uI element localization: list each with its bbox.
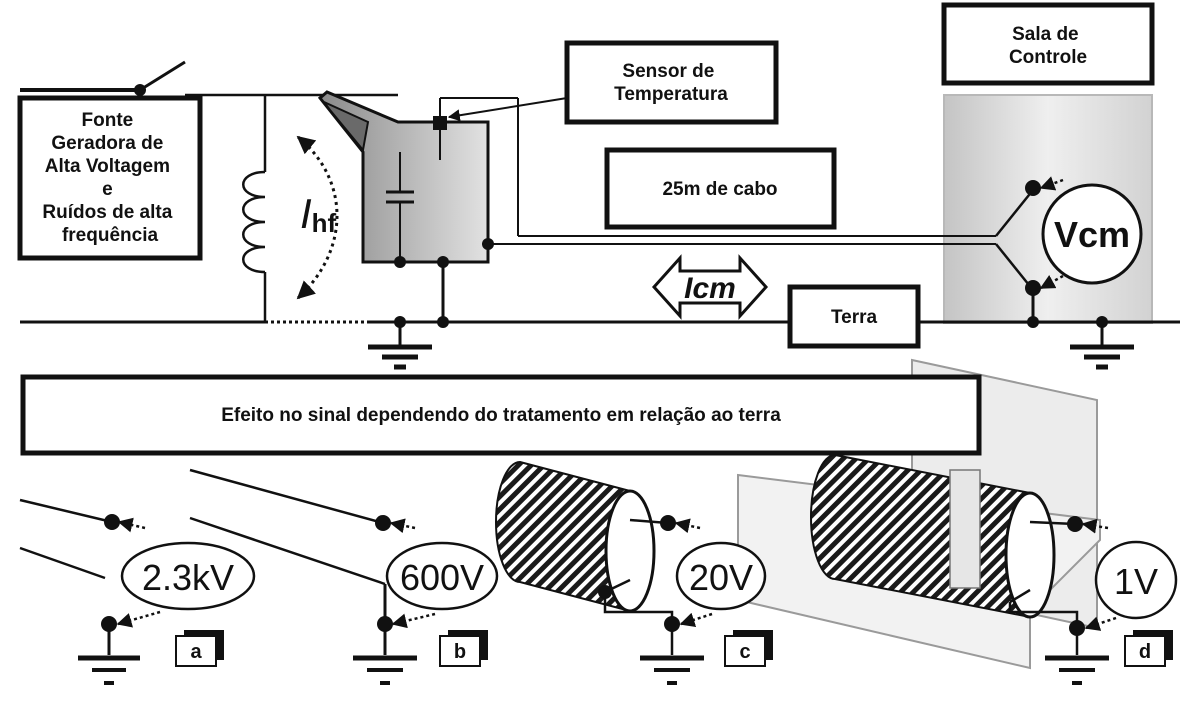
case-c-tag: c [724, 630, 773, 667]
effect-banner-text: Efeito no sinal dependendo do tratamento… [221, 405, 781, 426]
room-line-1: Sala de [1012, 24, 1079, 45]
sensor-probe [433, 116, 447, 130]
case-a-letter: a [190, 641, 202, 663]
case-c-voltage-value: 20V [689, 557, 753, 598]
ground-icon [640, 655, 704, 685]
source-box: Fonte Geradora de Alta Voltagem e Ruídos… [17, 95, 203, 261]
ihf-label: Ihf [300, 190, 337, 238]
cable-label: 25m de cabo [662, 179, 777, 200]
sensor-line-1: Sensor de [622, 61, 714, 82]
ground-icon [78, 655, 140, 685]
case-b-letter: b [454, 641, 466, 663]
svg-text:Sensor de Temperatura: Sensor de Temperatura [614, 61, 728, 105]
top-wiring [20, 60, 1180, 345]
case-b-voltage: 600V [385, 541, 499, 611]
sensor-box: Sensor de Temperatura [564, 40, 779, 125]
cable-box: 25m de cabo [604, 147, 837, 230]
case-c-voltage: 20V [675, 541, 767, 611]
ihf-sub: hf [312, 208, 337, 238]
case-d-letter: d [1139, 641, 1151, 663]
source-line-1: Fonte [82, 110, 134, 131]
case-b-tag: b [439, 630, 488, 667]
case-b-voltage-value: 600V [400, 557, 484, 598]
ground-node [134, 84, 1108, 328]
terra-label: Terra [831, 307, 878, 328]
ground-icon [1070, 344, 1134, 370]
case-d-voltage: 1V [1094, 540, 1178, 620]
case-d-shielded-cable [810, 453, 1117, 655]
source-line-2: Geradora de [51, 133, 163, 154]
ground-icon [368, 344, 432, 370]
svg-text:Fonte Geradora de: Fonte Geradora de Alta Voltagem e Ruídos… [42, 110, 177, 246]
source-line-6: frequência [62, 225, 159, 246]
case-a-voltage: 2.3kV [120, 541, 256, 611]
sensor-line-2: Temperatura [614, 84, 728, 105]
control-room-box: Sala de Controle [941, 2, 1155, 86]
source-line-3: Alta Voltagem [45, 156, 170, 177]
case-a-voltage-value: 2.3kV [142, 557, 234, 598]
coil-icon [242, 170, 266, 274]
case-d-voltage-value: 1V [1114, 561, 1158, 602]
ground-icon [353, 655, 417, 685]
case-d-tag: d [1124, 630, 1173, 667]
transformer-tank [317, 90, 494, 268]
source-line-5: Ruídos de alta [42, 202, 172, 223]
icm-label: Icm [684, 272, 736, 305]
svg-text:Sala de Controle: Sala de Controle [1009, 24, 1087, 68]
icm-current-arrow: Icm [651, 254, 769, 320]
source-line-4: e [102, 179, 113, 200]
terra-box: Terra [787, 284, 921, 349]
ihf-main: I [300, 190, 312, 237]
ihf-current-arrow [296, 135, 339, 300]
room-line-2: Controle [1009, 47, 1087, 68]
ground-icon [1045, 655, 1109, 685]
case-c-shielded-cable [495, 460, 713, 655]
vcm-label: Vcm [1054, 214, 1130, 255]
case-c-letter: c [739, 641, 750, 663]
case-a-tag: a [175, 630, 224, 667]
effect-banner: Efeito no sinal dependendo do tratamento… [20, 374, 982, 456]
vcm-meter: Vcm [1025, 176, 1143, 296]
